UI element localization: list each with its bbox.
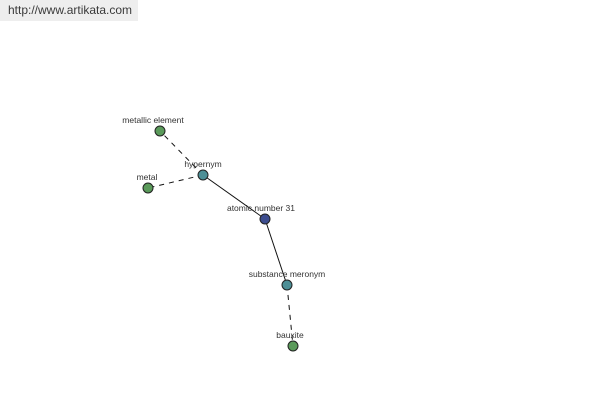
- node-metal[interactable]: [142, 182, 154, 194]
- edge-center-meronym: [264, 218, 288, 286]
- edge-center-hypernym: [202, 174, 266, 220]
- edge-meronym-bauxite: [286, 284, 294, 347]
- node-label-hypernym[interactable]: hypernym: [184, 159, 221, 169]
- node-center[interactable]: [259, 213, 271, 225]
- node-label-meronym[interactable]: substance meronym: [249, 269, 326, 279]
- node-hypernym[interactable]: [197, 169, 209, 181]
- node-bauxite[interactable]: [287, 340, 299, 352]
- site-link[interactable]: http://www.artikata.com: [0, 0, 138, 21]
- edge-hypernym-metallic: [159, 130, 204, 176]
- node-label-metal[interactable]: metal: [137, 172, 158, 182]
- node-meronym[interactable]: [281, 279, 293, 291]
- node-label-center[interactable]: atomic number 31: [227, 203, 295, 213]
- node-metallic[interactable]: [154, 125, 166, 137]
- node-label-bauxite[interactable]: bauxite: [276, 330, 304, 340]
- node-label-metallic[interactable]: metallic element: [122, 115, 184, 125]
